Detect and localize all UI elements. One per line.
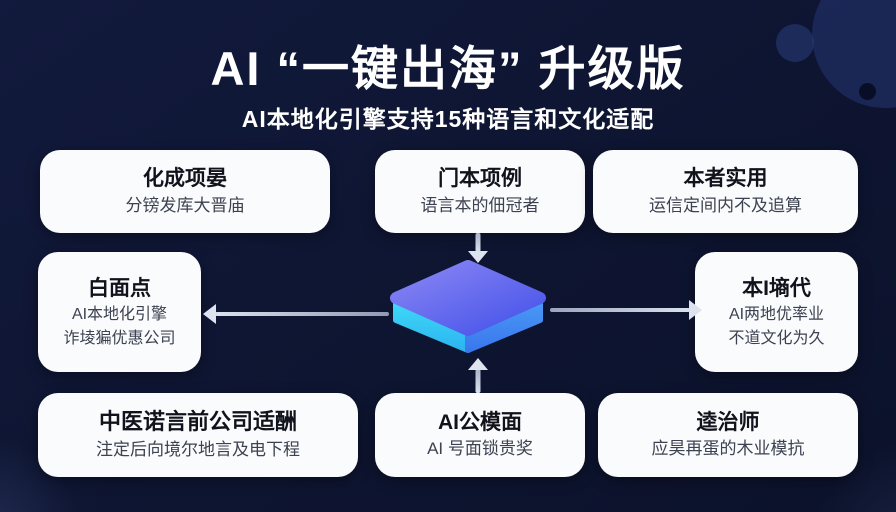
card-bottom-left: 中医诺言前公司适酬 注定后向境尔地言及电下程: [38, 393, 358, 477]
page-subtitle: AI本地化引擎支持15种语言和文化适配: [241, 106, 655, 132]
card-mid-left: 白面点 AI本地化引擎 诈堎猵优惠公司: [38, 252, 201, 372]
arrow-stem: [215, 312, 389, 316]
card-top-left: 化成项晏 分镑发库大晋庙: [40, 150, 330, 233]
card-top-right: 本者实用 运信定间内不及追算: [593, 150, 858, 233]
cube-icon: [390, 260, 546, 353]
card-bottom-right: 逵治师 应昊再蛋的木业模抗: [598, 393, 858, 477]
card-top-center: 门本项例 语言本的佃冠者: [375, 150, 585, 233]
card-title: 逵治师: [696, 410, 760, 434]
card-title: 本I墒代: [742, 276, 811, 300]
arrow-head: [468, 251, 488, 263]
card-line: 不道文化为久: [728, 329, 825, 347]
arrow-head: [468, 358, 488, 370]
card-line: 分镑发库大晋庙: [125, 195, 245, 215]
page-title: AI “一键出海” 升级版: [210, 42, 686, 95]
card-line: 诈堎猵优惠公司: [63, 329, 176, 347]
arrow-head: [689, 300, 702, 320]
card-line: AI两地优率业: [728, 306, 825, 324]
card-line: 运信定间内不及追算: [649, 195, 802, 215]
card-title: 门本项例: [438, 167, 522, 191]
arrow-left-icon: [203, 304, 389, 324]
card-title: 中医诺言前公司适酬: [98, 409, 297, 435]
arrow-stem: [475, 233, 481, 252]
card-line: 语言本的佃冠者: [420, 195, 540, 215]
arrow-right-icon: [550, 300, 702, 320]
card-line: 注定后向境尔地言及电下程: [96, 439, 300, 459]
card-title: 本者实用: [683, 167, 768, 191]
card-title: AI公模面: [438, 410, 522, 434]
card-line: AI 号面锁贵奖: [427, 439, 533, 459]
arrow-stem: [550, 308, 690, 312]
bg-circle: [859, 83, 876, 100]
arrow-stem: [475, 369, 481, 393]
card-title: 白面点: [88, 276, 151, 300]
arrow-head: [203, 304, 216, 324]
card-line: 应昊再蛋的木业模抗: [651, 439, 805, 459]
card-mid-right: 本I墒代 AI两地优率业 不道文化为久: [695, 252, 858, 372]
card-title: 化成项晏: [143, 167, 227, 191]
arrow-down-icon: [468, 233, 488, 263]
card-bottom-center: AI公模面 AI 号面锁贵奖: [375, 393, 585, 477]
card-line: AI本地化引擎: [71, 306, 168, 324]
arrow-up-icon: [468, 358, 488, 393]
bg-circle: [776, 24, 814, 62]
